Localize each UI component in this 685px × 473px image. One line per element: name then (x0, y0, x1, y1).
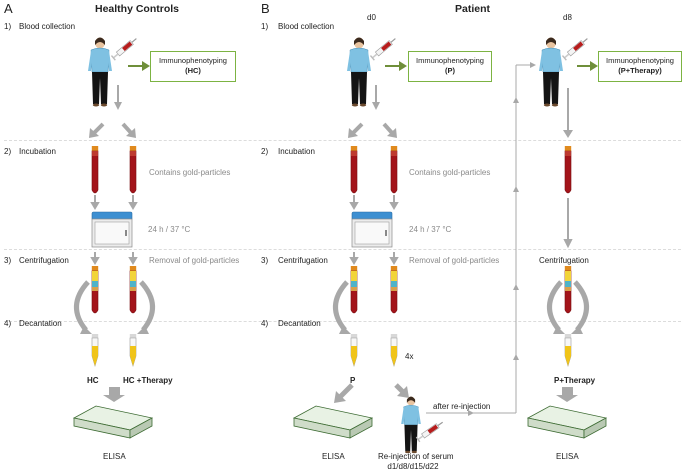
step-a-2-label: Incubation (19, 147, 56, 156)
gold-note-b: Contains gold-particles (409, 168, 491, 177)
elisa-b-left: ELISA (322, 452, 345, 461)
incubation-cond-a: 24 h / 37 °C (148, 225, 191, 234)
after-reinjection-label: after re-injection (433, 402, 491, 411)
step-a-2-num: 2) (4, 147, 12, 156)
step-b-1-label: Blood collection (278, 22, 335, 31)
day-d8: d8 (563, 13, 572, 22)
step-a-3-num: 3) (4, 256, 12, 265)
divider-centrifugation (4, 249, 681, 250)
elisa-b-right: ELISA (556, 452, 579, 461)
step-b-1-num: 1) (261, 22, 269, 31)
tube-label-hc: HC (87, 376, 99, 385)
immunophenotyping-p-box: Immunophenotyping (P) (408, 51, 492, 82)
panel-b-letter: B (261, 1, 270, 16)
step-a-4-num: 4) (4, 319, 12, 328)
tube-label-hc-therapy: HC +Therapy (123, 376, 173, 385)
immunophenotyping-pt-box: Immunophenotyping (P+Therapy) (598, 51, 682, 82)
panel-a-graphics (73, 35, 155, 439)
step-a-4-label: Decantation (19, 319, 62, 328)
step-a-1-num: 1) (4, 22, 12, 31)
box-hc-line2: (HC) (185, 66, 201, 75)
step-a-1-label: Blood collection (19, 22, 76, 31)
centrifugation-right: Centrifugation (539, 256, 589, 265)
removal-note-a: Removal of gold-particles (149, 256, 240, 265)
step-b-4-num: 4) (261, 319, 269, 328)
reinjection-label-line2: d1/d8/d15/d22 (387, 462, 439, 471)
divider-decantation (4, 321, 681, 322)
step-a-3-label: Centrifugation (19, 256, 69, 265)
box-p-line1: Immunophenotyping (416, 56, 484, 65)
panel-a-title: Healthy Controls (95, 3, 180, 15)
box-pt-line1: Immunophenotyping (606, 56, 674, 65)
elisa-a: ELISA (103, 452, 126, 461)
panel-b-graphics (293, 35, 607, 454)
reinjection-label-line1: Re-injection of serum (378, 452, 454, 461)
day-d0: d0 (367, 13, 376, 22)
step-b-2-num: 2) (261, 147, 269, 156)
tube-label-p: P (350, 376, 356, 385)
panel-a-letter: A (4, 1, 13, 16)
gold-note-a: Contains gold-particles (149, 168, 231, 177)
step-b-3-label: Centrifugation (278, 256, 328, 265)
box-p-line2: (P) (445, 66, 455, 75)
box-pt-line2: (P+Therapy) (618, 66, 662, 75)
incubation-cond-b: 24 h / 37 °C (409, 225, 452, 234)
repeat-4x: 4x (405, 352, 414, 361)
immunophenotyping-hc-box: Immunophenotyping (HC) (150, 51, 236, 82)
tube-label-p-therapy: P+Therapy (554, 376, 596, 385)
step-b-4-label: Decantation (278, 319, 321, 328)
panel-b-title: Patient (455, 3, 491, 15)
divider-incubation (4, 140, 681, 141)
removal-note-b: Removal of gold-particles (409, 256, 500, 265)
step-b-3-num: 3) (261, 256, 269, 265)
box-hc-line1: Immunophenotyping (159, 56, 227, 65)
step-b-2-label: Incubation (278, 147, 315, 156)
